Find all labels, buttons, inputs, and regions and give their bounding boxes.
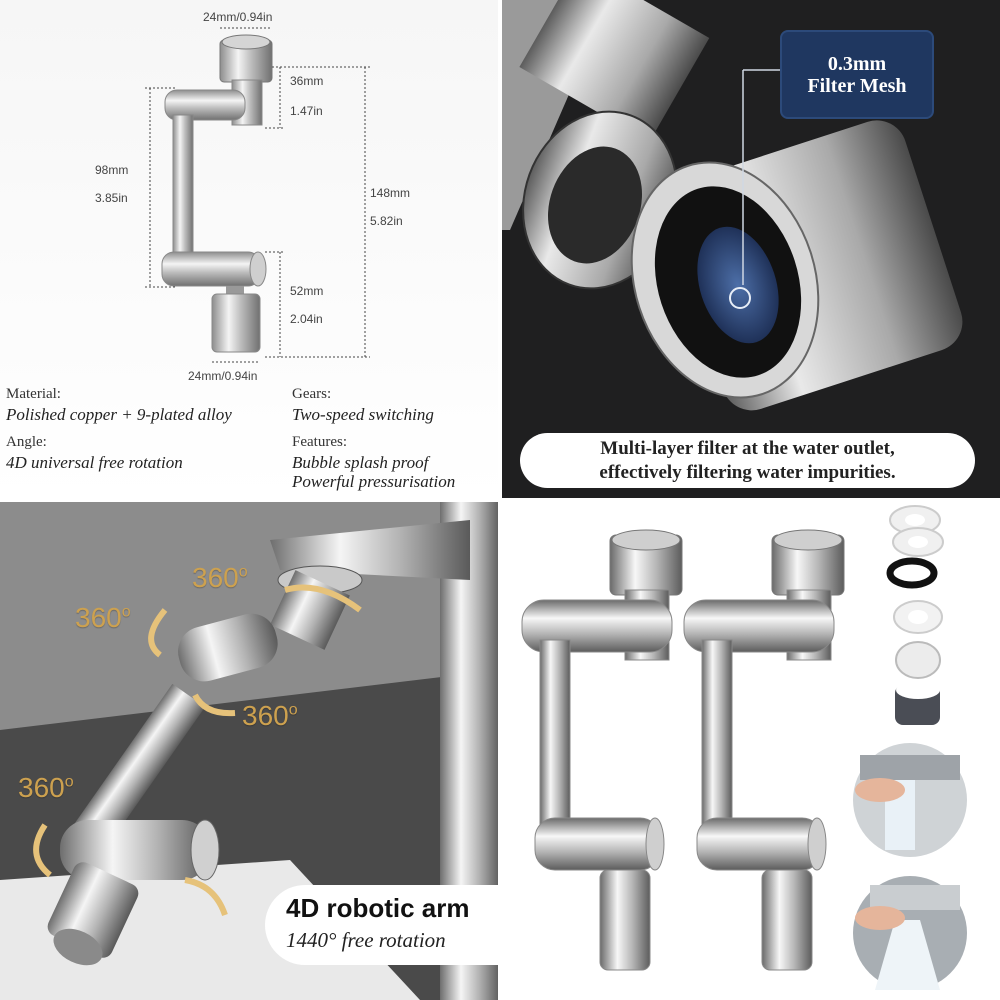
caption-line-2: effectively filtering water impurities. [599, 461, 896, 483]
top-width-dimension: 24mm/0.94in [203, 10, 273, 24]
rotation-panel: 360o 360o 360o 360o 4D robotic arm 1440°… [0, 500, 500, 1000]
package-contents-panel [500, 500, 1000, 1000]
rotation-caption-box [265, 885, 500, 965]
rotation-label-4: 360o [18, 772, 74, 803]
usage-photo-bottom [853, 876, 967, 990]
washers-set [886, 505, 944, 725]
filter-panel: 0.3mm Filter Mesh Multi-layer filter at … [500, 0, 1000, 500]
product-pair-photo [521, 505, 967, 990]
rotation-label-1: 360o [192, 562, 248, 593]
elbow-height-mm: 36mm [290, 74, 324, 88]
callout-title: Filter Mesh [807, 74, 907, 97]
panel-divider-horizontal [0, 498, 1000, 502]
arm-length-mm: 98mm [95, 163, 129, 177]
total-height-mm: 148mm [370, 186, 411, 200]
rotation-title: 4D robotic arm [286, 893, 470, 923]
features-line-1: Bubble splash proof [292, 453, 429, 472]
faucet-right [683, 529, 845, 971]
features-line-2: Powerful pressurisation [292, 472, 456, 491]
filter-mesh-photo [500, 0, 963, 411]
bottom-width-dimension: 24mm/0.94in [188, 369, 258, 383]
total-height-in: 5.82in [370, 214, 403, 228]
dimensions-panel: 24mm/0.94in 36mm 1.47in 98mm 3.85in 148m… [0, 0, 500, 500]
rotation-label-2: 360o [75, 602, 131, 633]
features-label: Features: [292, 434, 347, 450]
robotic-arm-photo [0, 500, 500, 1000]
caption-line-1: Multi-layer filter at the water outlet, [600, 437, 895, 459]
usage-photo-top [853, 743, 967, 857]
filter-mesh-callout: 0.3mm Filter Mesh [780, 30, 934, 119]
gears-label: Gears: [292, 386, 332, 402]
callout-size: 0.3mm [827, 52, 887, 75]
rotation-label-3: 360o [242, 700, 298, 731]
material-label: Material: [6, 386, 61, 402]
material-value: Polished copper + 9-plated alloy [6, 405, 232, 424]
angle-value: 4D universal free rotation [6, 453, 183, 472]
faucet-dimension-drawing [145, 27, 370, 363]
rotation-subtitle: 1440° free rotation [286, 928, 446, 952]
outlet-height-in: 2.04in [290, 312, 323, 326]
faucet-left [521, 529, 683, 971]
elbow-height-in: 1.47in [290, 104, 323, 118]
angle-label: Angle: [6, 434, 47, 450]
gears-value: Two-speed switching [292, 405, 434, 424]
outlet-height-mm: 52mm [290, 284, 324, 298]
filter-caption: Multi-layer filter at the water outlet, … [520, 433, 975, 488]
arm-length-in: 3.85in [95, 191, 128, 205]
